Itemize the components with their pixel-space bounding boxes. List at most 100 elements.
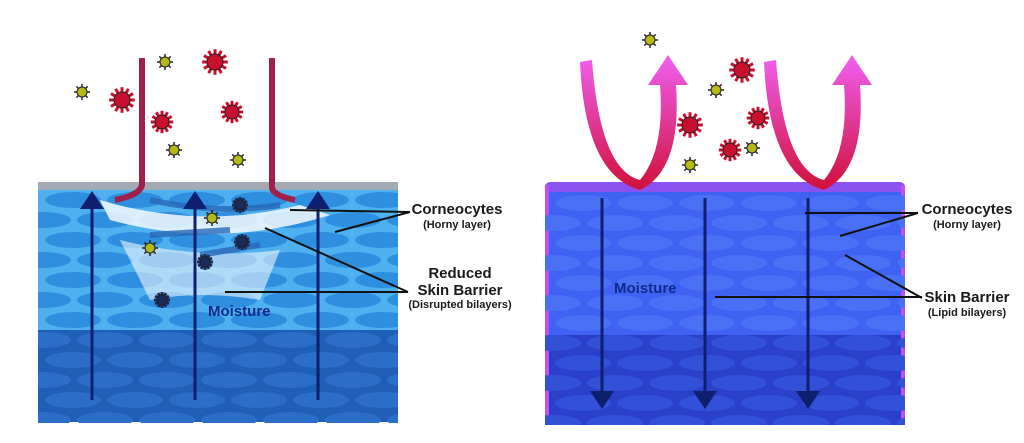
cell	[45, 352, 101, 368]
cell	[293, 312, 349, 328]
cell	[45, 392, 101, 408]
cell	[803, 355, 859, 371]
cell	[355, 192, 398, 208]
yellow-virus-icon	[157, 54, 173, 70]
cell	[773, 415, 829, 425]
red-irritant-icon	[677, 112, 703, 138]
cell	[77, 292, 133, 308]
cell	[387, 293, 398, 307]
cell	[293, 232, 349, 248]
red-irritant-icon	[154, 292, 170, 308]
left-corneocytes-label: Corneocytes (Horny layer)	[402, 201, 512, 231]
cell	[555, 195, 611, 211]
cell	[201, 412, 257, 423]
cell	[169, 392, 225, 408]
cell	[107, 312, 163, 328]
cell	[355, 312, 398, 328]
cell	[835, 375, 891, 391]
cell	[325, 252, 381, 268]
irritants	[74, 32, 770, 308]
label-subtitle: (Disrupted bilayers)	[408, 299, 512, 311]
cell	[897, 217, 905, 229]
cell	[617, 235, 673, 251]
cell	[77, 372, 133, 388]
right-barrier-label: Skin Barrier (Lipid bilayers)	[912, 289, 1022, 319]
red-irritant-icon	[729, 57, 755, 83]
cell	[679, 235, 735, 251]
cell	[325, 372, 381, 388]
cell	[741, 355, 797, 371]
label-title: Corneocytes	[411, 201, 503, 218]
cell	[617, 315, 673, 331]
cell	[679, 395, 735, 411]
cell	[773, 255, 829, 271]
cell	[555, 355, 611, 371]
cell	[387, 413, 398, 423]
yellow-virus-icon	[642, 32, 658, 48]
cell	[835, 335, 891, 351]
cell	[835, 255, 891, 271]
cell	[555, 275, 611, 291]
cell	[38, 372, 71, 388]
cell	[711, 215, 767, 231]
cell	[649, 335, 705, 351]
cell	[325, 332, 381, 348]
cell	[835, 215, 891, 231]
cell	[45, 312, 101, 328]
cell	[679, 195, 735, 211]
cell	[865, 195, 905, 211]
cell	[773, 295, 829, 311]
cell	[711, 295, 767, 311]
cell	[355, 352, 398, 368]
cell	[649, 415, 705, 425]
cell	[897, 417, 905, 425]
cell	[545, 255, 581, 271]
left-moisture-label: Moisture	[208, 303, 271, 320]
cell	[38, 252, 71, 268]
cell	[897, 297, 905, 309]
cell	[201, 372, 257, 388]
cell	[897, 337, 905, 349]
red-irritant-icon	[150, 110, 174, 134]
moisture-retained-arrows	[590, 198, 820, 409]
cell	[773, 215, 829, 231]
cell	[77, 412, 133, 423]
cell	[865, 315, 905, 331]
cell	[293, 272, 349, 288]
yellow-virus-icon	[682, 157, 698, 173]
right-corneocytes-label: Corneocytes (Horny layer)	[912, 201, 1022, 231]
label-subtitle: (Horny layer)	[423, 218, 491, 231]
cell	[263, 292, 319, 308]
cell	[803, 195, 859, 211]
cell	[77, 332, 133, 348]
cell	[555, 315, 611, 331]
cell	[803, 275, 859, 291]
penetration-arrows	[149, 197, 281, 258]
cell	[649, 215, 705, 231]
cell	[38, 212, 71, 228]
cell	[139, 372, 195, 388]
cell	[865, 235, 905, 251]
cell	[711, 335, 767, 351]
cell	[169, 352, 225, 368]
red-irritant-icon	[197, 254, 213, 270]
label-subtitle: (Horny layer)	[933, 218, 1001, 231]
cell	[617, 275, 673, 291]
cell	[649, 375, 705, 391]
cell	[45, 232, 101, 248]
cell	[45, 272, 101, 288]
cell	[835, 295, 891, 311]
cell	[679, 355, 735, 371]
cell	[773, 375, 829, 391]
left-barrier-label: Reduced Skin Barrier (Disrupted bilayers…	[400, 265, 520, 311]
cell	[741, 315, 797, 331]
cell	[293, 392, 349, 408]
cell	[387, 373, 398, 387]
cell	[387, 333, 398, 347]
cell	[355, 392, 398, 408]
irritant-repelled-arrows	[580, 55, 872, 190]
cell	[201, 332, 257, 348]
yellow-virus-icon	[230, 152, 246, 168]
label-subtitle: (Lipid bilayers)	[927, 306, 1007, 319]
